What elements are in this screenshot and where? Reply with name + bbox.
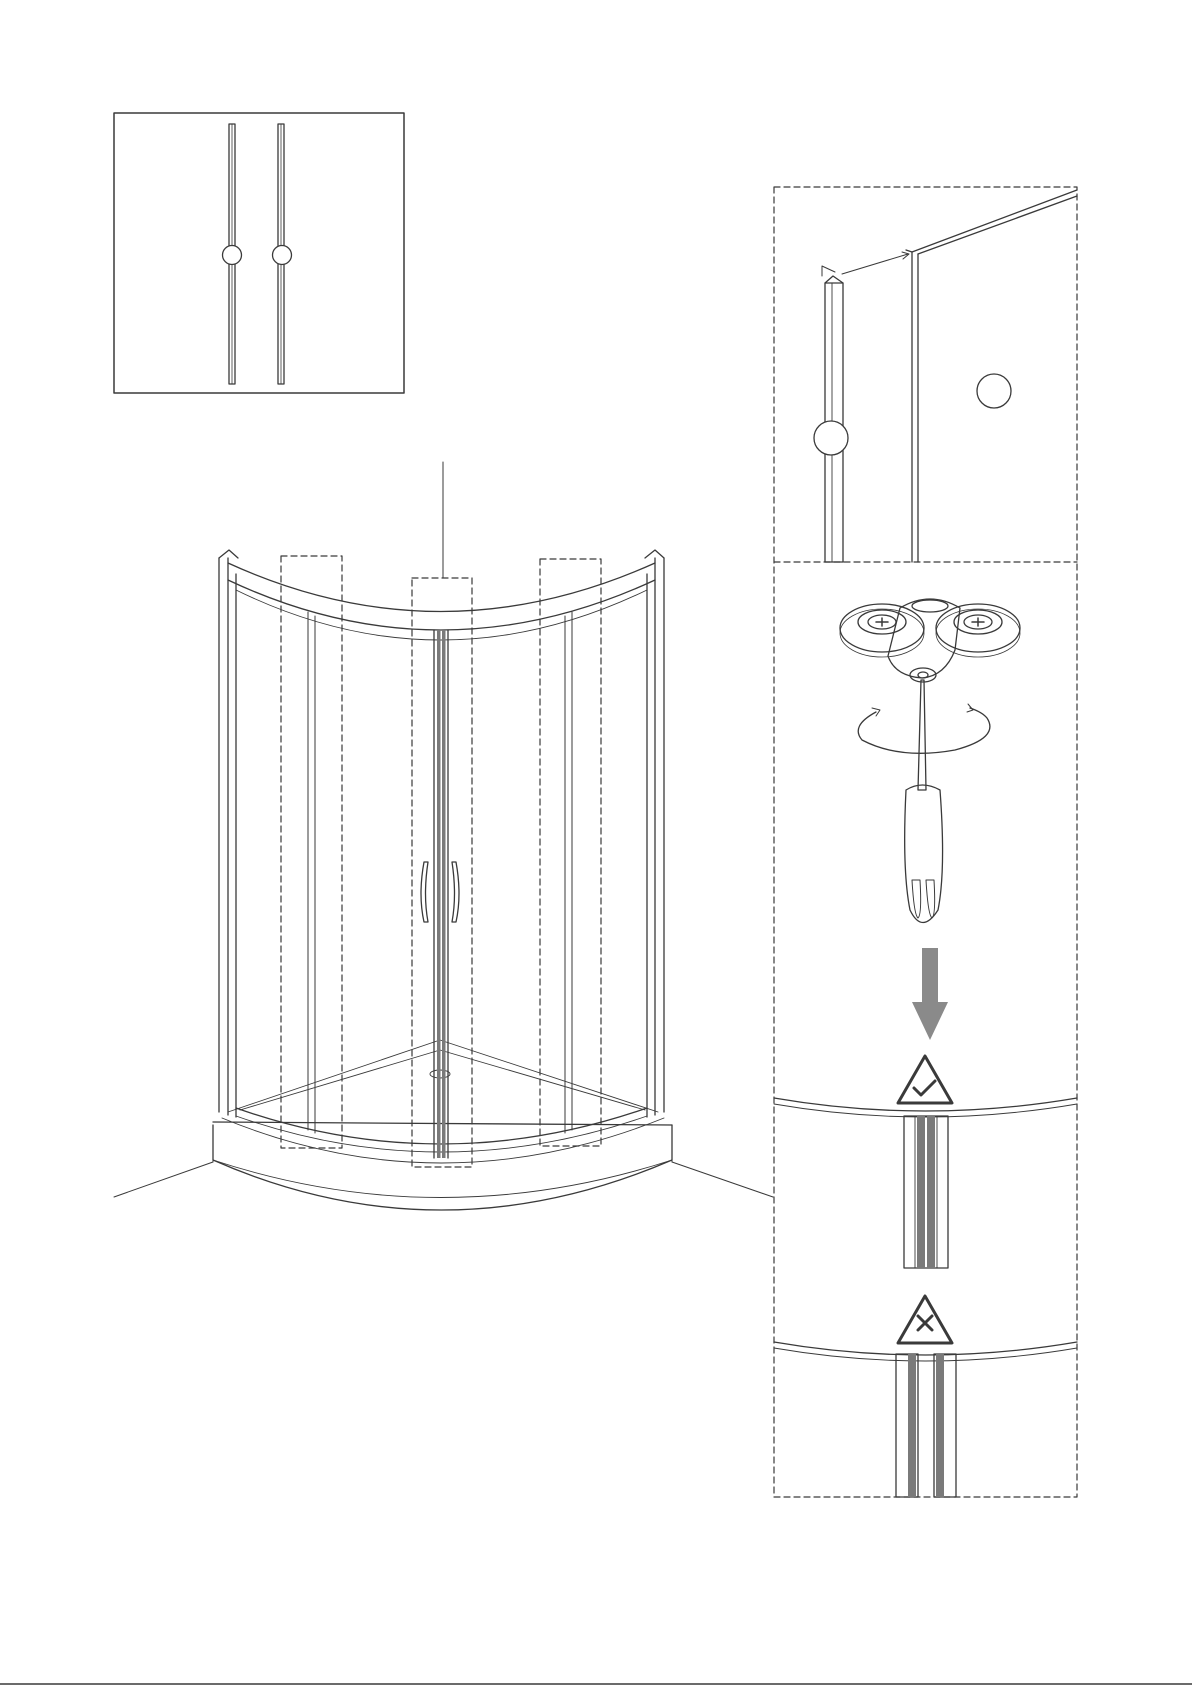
seal-strip-icon	[223, 124, 242, 384]
door-handle-icon	[452, 862, 459, 922]
detail-column-frame	[774, 187, 1077, 1497]
detail-correct	[774, 1056, 1077, 1268]
roller-wheel-icon	[840, 604, 924, 657]
part-label-circle-1	[223, 246, 242, 265]
detail-column	[774, 187, 1077, 1497]
magnetic-seal-strip	[442, 630, 446, 1158]
down-arrow-icon	[912, 948, 948, 1040]
top-rail	[228, 563, 655, 640]
magnetic-seal-strip	[936, 1354, 944, 1497]
magnetic-seal-strip	[437, 630, 441, 1158]
callout-box-left	[281, 556, 342, 1148]
magnetic-seal-strip	[917, 1116, 925, 1268]
sliding-doors	[421, 630, 459, 1158]
magnetic-seal-strip	[908, 1354, 916, 1497]
parts-panel	[114, 113, 404, 393]
detail-seal-fitting	[814, 190, 1077, 562]
magnetic-seal-strip	[927, 1116, 935, 1268]
screwdriver-icon	[905, 680, 943, 923]
roller-wheel-icon	[936, 604, 1020, 657]
part-label-circle-2	[273, 246, 292, 265]
glass-label-circle	[977, 374, 1011, 408]
door-profile-left	[904, 1116, 948, 1268]
detail-roller-adjustment	[840, 599, 1020, 1040]
seal-strip-icon	[273, 124, 292, 384]
door-handle-icon	[421, 862, 428, 922]
cross-warning-icon	[898, 1296, 952, 1343]
detail-incorrect	[774, 1296, 1077, 1497]
check-warning-icon	[898, 1056, 952, 1103]
parts-panel-frame	[114, 113, 404, 393]
right-wall-profile	[645, 550, 664, 1117]
seal-label-circle	[814, 421, 848, 455]
callout-boxes	[281, 556, 601, 1167]
direction-arrow-icon	[842, 254, 908, 274]
left-wall-profile	[219, 550, 238, 1117]
callout-box-right	[540, 559, 601, 1146]
shower-enclosure	[114, 462, 773, 1210]
